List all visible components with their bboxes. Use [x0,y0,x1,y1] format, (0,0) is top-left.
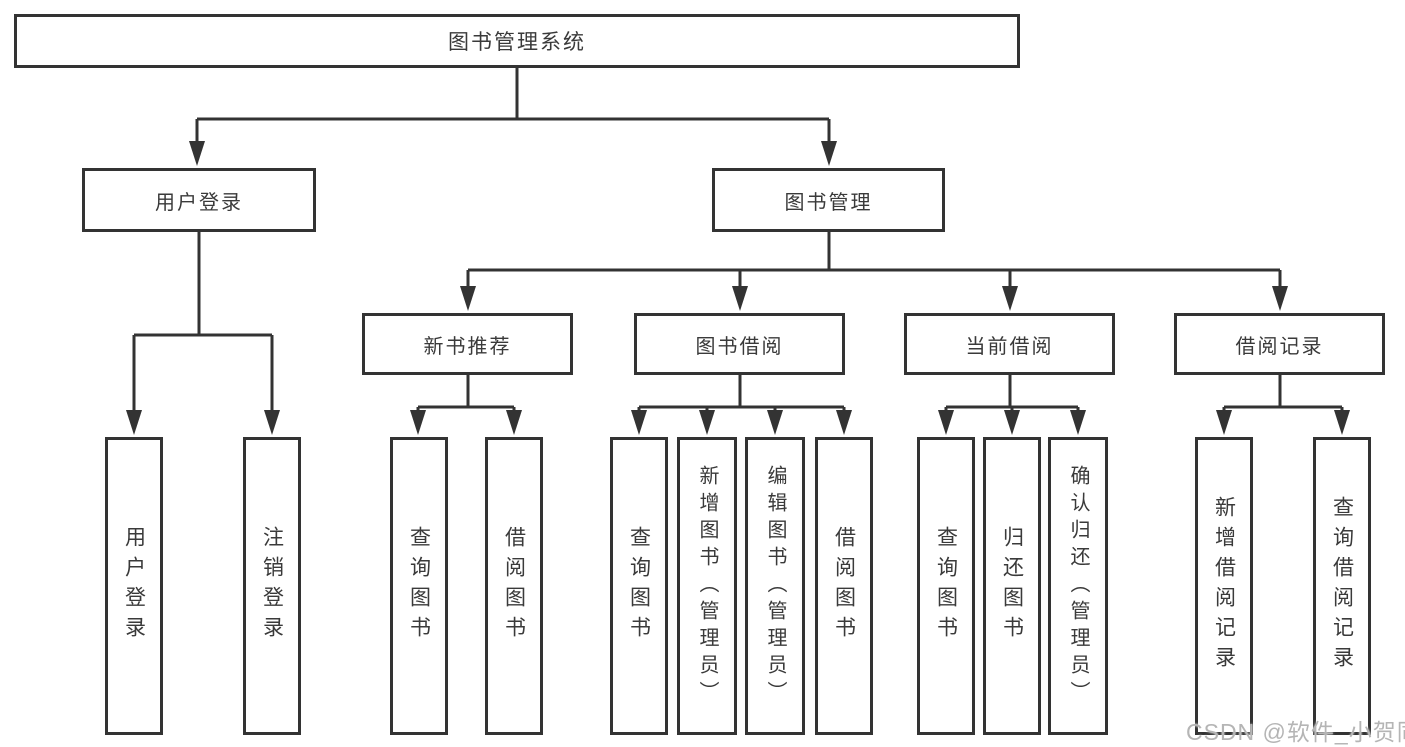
node-label: 查询图书 [627,526,651,646]
node-label: 图书管理 [784,191,873,214]
node-library-management-system: 图书管理系统 [14,14,1020,68]
node-label: 用户登录 [155,191,243,214]
node-label: 新书推荐 [423,335,512,358]
leaf-query-books-2: 查询图书 [610,437,668,735]
leaf-borrow-books-2: 借阅图书 [815,437,873,735]
leaf-borrow-books-1: 借阅图书 [485,437,543,735]
node-label: 图书管理系统 [448,31,586,54]
node-label: 用户登录 [122,526,146,646]
leaf-confirm-return-admin: 确认归还（管理员） [1048,437,1108,735]
node-label: 编辑图书（管理员） [764,464,786,708]
node-borrow-records: 借阅记录 [1174,313,1385,375]
leaf-add-books-admin: 新增图书（管理员） [677,437,737,735]
leaf-add-borrow-record: 新增借阅记录 [1195,437,1253,735]
leaf-edit-books-admin: 编辑图书（管理员） [745,437,805,735]
node-label: 确认归还（管理员） [1067,464,1089,708]
node-label: 借阅图书 [832,526,856,646]
node-label: 查询借阅记录 [1330,496,1354,676]
node-label: 归还图书 [1000,526,1024,646]
leaf-query-borrow-record: 查询借阅记录 [1313,437,1371,735]
node-current-borrow: 当前借阅 [904,313,1115,375]
leaf-query-books-1: 查询图书 [390,437,448,735]
arrowheads [126,141,1350,435]
node-new-book-recommend: 新书推荐 [362,313,573,375]
node-label: 借阅图书 [502,526,526,646]
leaf-query-books-3: 查询图书 [917,437,975,735]
leaf-return-books: 归还图书 [983,437,1041,735]
node-label: 查询图书 [934,526,958,646]
leaf-user-login: 用户登录 [105,437,163,735]
node-label: 查询图书 [407,526,431,646]
csdn-watermark: CSDN @软件_小贺同学 [1186,713,1405,747]
leaf-logout: 注销登录 [243,437,301,735]
node-label: 新增借阅记录 [1212,496,1236,676]
node-book-borrow: 图书借阅 [634,313,845,375]
node-book-management: 图书管理 [712,168,945,232]
watermark-text: CSDN @软件_小贺同 [1186,719,1405,745]
node-label: 新增图书（管理员） [696,464,718,708]
node-label: 借阅记录 [1235,335,1324,358]
node-label: 当前借阅 [965,335,1054,358]
node-label: 注销登录 [260,526,284,646]
node-label: 图书借阅 [695,335,784,358]
node-user-login: 用户登录 [82,168,316,232]
